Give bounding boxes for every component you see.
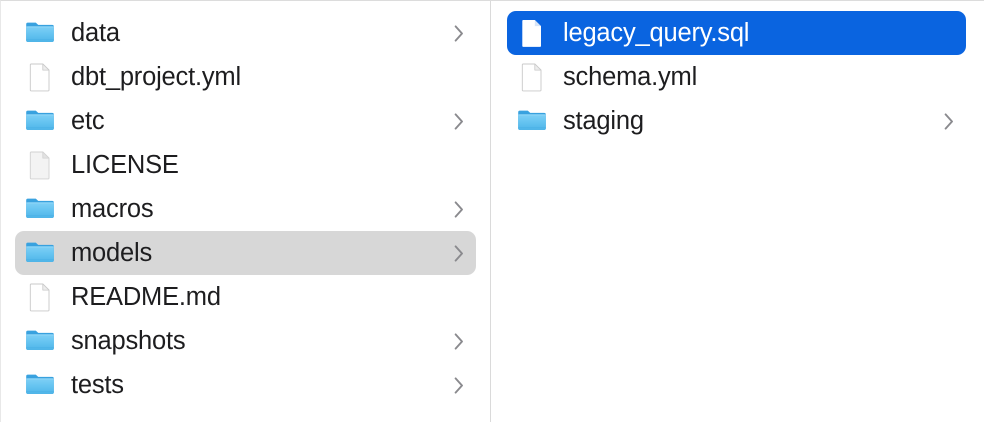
list-item[interactable]: etc xyxy=(15,99,476,143)
folder-icon xyxy=(23,104,57,138)
chevron-right-icon[interactable] xyxy=(452,374,466,396)
list-item-label: staging xyxy=(563,107,644,135)
list-item[interactable]: staging xyxy=(507,99,966,143)
folder-icon xyxy=(23,16,57,50)
file-icon xyxy=(515,60,549,94)
list-item-label: README.md xyxy=(71,283,221,311)
list-item-label: tests xyxy=(71,371,124,399)
file-icon xyxy=(515,16,549,50)
list-item-label: snapshots xyxy=(71,327,186,355)
file-icon xyxy=(23,280,57,314)
list-item[interactable]: snapshots xyxy=(15,319,476,363)
list-item[interactable]: README.md xyxy=(15,275,476,319)
list-item[interactable]: data xyxy=(15,11,476,55)
file-icon xyxy=(23,60,57,94)
folder-icon xyxy=(23,368,57,402)
chevron-right-icon[interactable] xyxy=(452,330,466,352)
list-item[interactable]: schema.yml xyxy=(507,55,966,99)
list-item-label: models xyxy=(71,239,153,267)
list-item[interactable]: dbt_project.yml xyxy=(15,55,476,99)
folder-icon xyxy=(515,104,549,138)
list-item-label: LICENSE xyxy=(71,151,179,179)
list-item[interactable]: macros xyxy=(15,187,476,231)
folder-icon xyxy=(23,324,57,358)
list-item[interactable]: tests xyxy=(15,363,476,407)
chevron-right-icon[interactable] xyxy=(452,242,466,264)
list-item[interactable]: legacy_query.sql xyxy=(507,11,966,55)
chevron-right-icon[interactable] xyxy=(452,110,466,132)
list-item-label: legacy_query.sql xyxy=(563,19,750,47)
list-item[interactable]: LICENSE xyxy=(15,143,476,187)
chevron-right-icon[interactable] xyxy=(452,198,466,220)
list-item-label: etc xyxy=(71,107,105,135)
file-plain-icon xyxy=(23,148,57,182)
column-models: legacy_query.sql schema.yml staging xyxy=(491,1,984,422)
list-item-label: macros xyxy=(71,195,154,223)
list-item[interactable]: models xyxy=(15,231,476,275)
chevron-right-icon[interactable] xyxy=(452,22,466,44)
list-item-label: data xyxy=(71,19,120,47)
list-item-label: dbt_project.yml xyxy=(71,63,241,91)
list-item-label: schema.yml xyxy=(563,63,698,91)
folder-icon xyxy=(23,236,57,270)
chevron-right-icon[interactable] xyxy=(942,110,956,132)
folder-icon xyxy=(23,192,57,226)
